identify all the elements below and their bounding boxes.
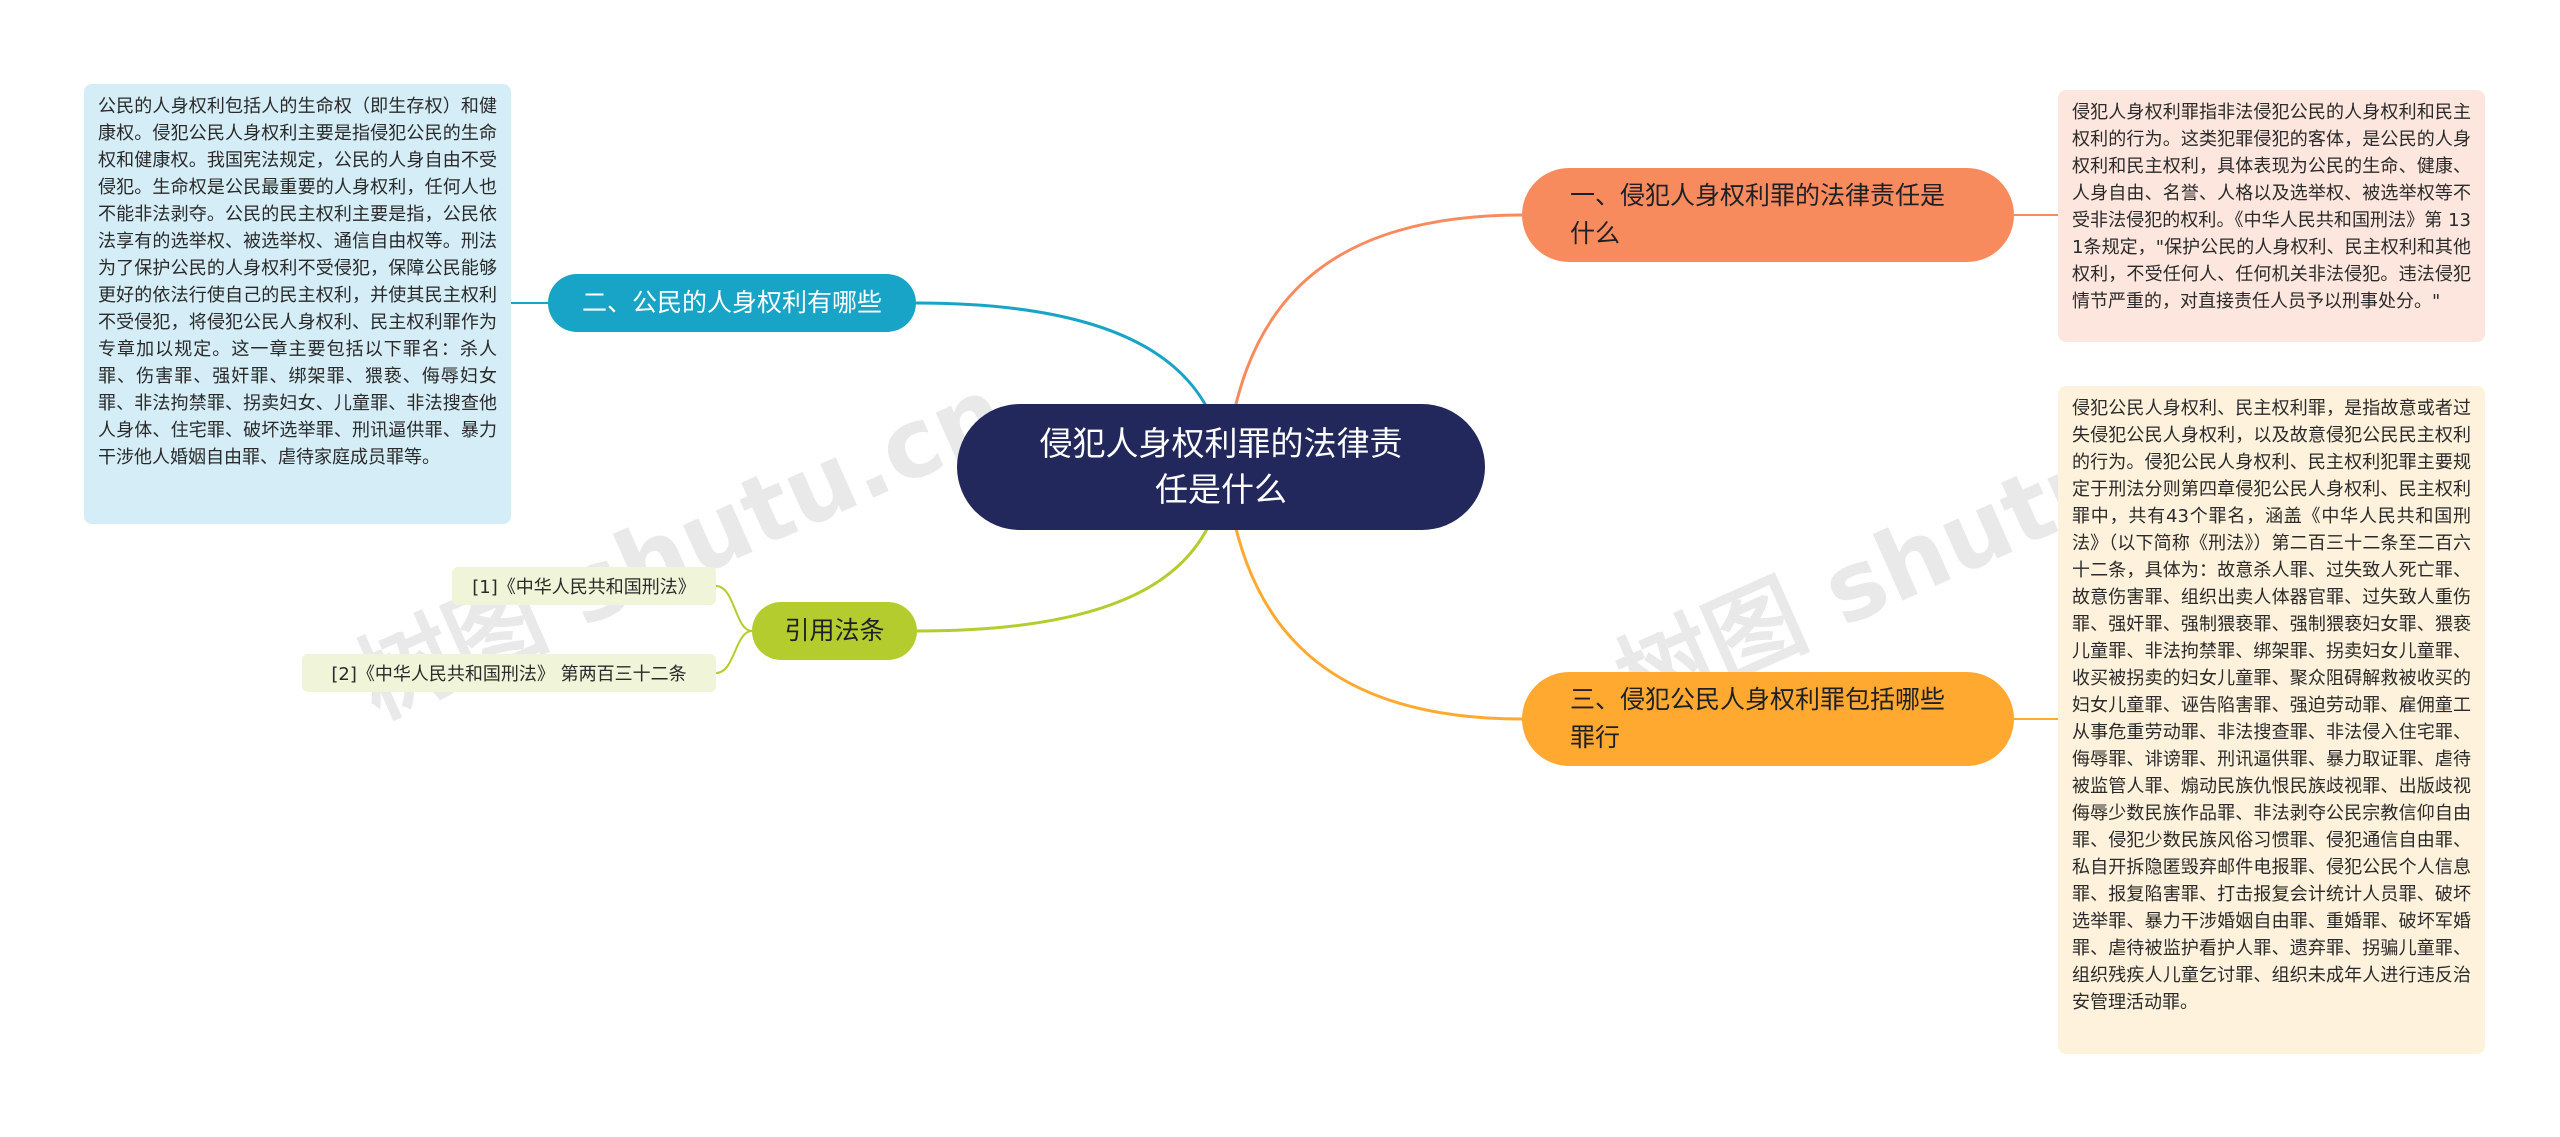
branch-cited-laws[interactable]: 引用法条 bbox=[752, 602, 917, 660]
branch-legal-liability[interactable]: 一、侵犯人身权利罪的法律责任是什么 bbox=[1522, 168, 2014, 262]
branch-personal-rights[interactable]: 二、公民的人身权利有哪些 bbox=[548, 274, 916, 332]
note-personal-rights: 公民的人身权利包括人的生命权（即生存权）和健康权。侵犯公民人身权利主要是指侵犯公… bbox=[84, 84, 511, 524]
branch-label: 二、公民的人身权利有哪些 bbox=[581, 288, 882, 317]
branch-crimes-included[interactable]: 三、侵犯公民人身权利罪包括哪些罪行 bbox=[1522, 672, 2014, 766]
leaf-cited-law-2[interactable]: [2]《中华人民共和国刑法》 第两百三十二条 bbox=[302, 654, 716, 692]
link-b4-leaf2 bbox=[715, 630, 753, 674]
leaf-cited-law-1[interactable]: [1]《中华人民共和国刑法》 bbox=[452, 567, 716, 605]
branch-label: 三、侵犯公民人身权利罪包括哪些罪行 bbox=[1570, 685, 1946, 752]
branch-label: 引用法条 bbox=[784, 616, 885, 645]
central-topic-label: 侵犯人身权利罪的法律责任是什么 bbox=[1039, 424, 1403, 509]
note-legal-liability: 侵犯人身权利罪指非法侵犯公民的人身权利和民主权利的行为。这类犯罪侵犯的客体，是公… bbox=[2058, 90, 2485, 342]
central-topic[interactable]: 侵犯人身权利罪的法律责任是什么 bbox=[957, 404, 1485, 530]
branch-label: 一、侵犯人身权利罪的法律责任是什么 bbox=[1570, 181, 1946, 248]
link-b4-leaf1 bbox=[715, 585, 753, 632]
note-crimes-included: 侵犯公民人身权利、民主权利罪，是指故意或者过失侵犯公民人身权利，以及故意侵犯公民… bbox=[2058, 386, 2485, 1054]
